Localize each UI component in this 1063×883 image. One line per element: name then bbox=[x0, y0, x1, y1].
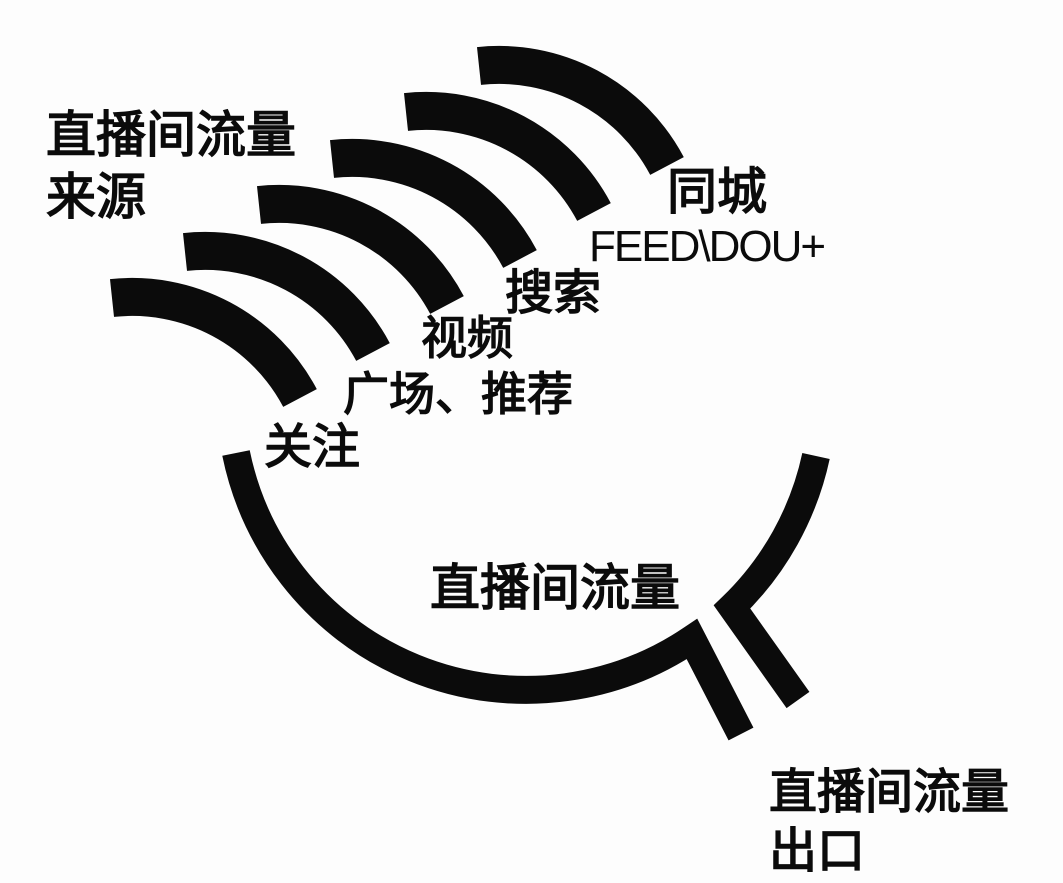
inflow-arc-local-city bbox=[477, 45, 684, 176]
source-title: 直播间流量 来源 bbox=[46, 104, 296, 228]
source-title-line1: 直播间流量 bbox=[46, 107, 296, 163]
source-label-video: 视频 bbox=[421, 312, 513, 364]
exit-title-line1: 直播间流量 bbox=[769, 766, 1010, 819]
live-room-traffic-label: 直播间流量 bbox=[430, 560, 680, 616]
source-title-line2: 来源 bbox=[46, 169, 146, 225]
inflow-arc-feed-dou bbox=[404, 91, 611, 222]
exit-title: 直播间流量 出口 bbox=[769, 763, 1009, 881]
pool-right-exit-arc bbox=[713, 452, 830, 709]
inflow-arc-plaza-recommend bbox=[183, 231, 390, 362]
live-room-pool-arc bbox=[222, 450, 754, 741]
source-label-plaza-recommend: 广场、推荐 bbox=[343, 368, 573, 420]
inflow-arc-search bbox=[330, 138, 537, 269]
source-label-local-city: 同城 bbox=[667, 164, 767, 220]
source-label-follow: 关注 bbox=[264, 421, 361, 474]
inflow-arc-video bbox=[257, 184, 464, 315]
inflow-arc-follow bbox=[110, 277, 317, 408]
source-label-feed-dou: FEED\DOU+ bbox=[589, 222, 826, 271]
source-label-search: 搜索 bbox=[505, 267, 602, 320]
exit-title-line2: 出口 bbox=[769, 825, 866, 878]
